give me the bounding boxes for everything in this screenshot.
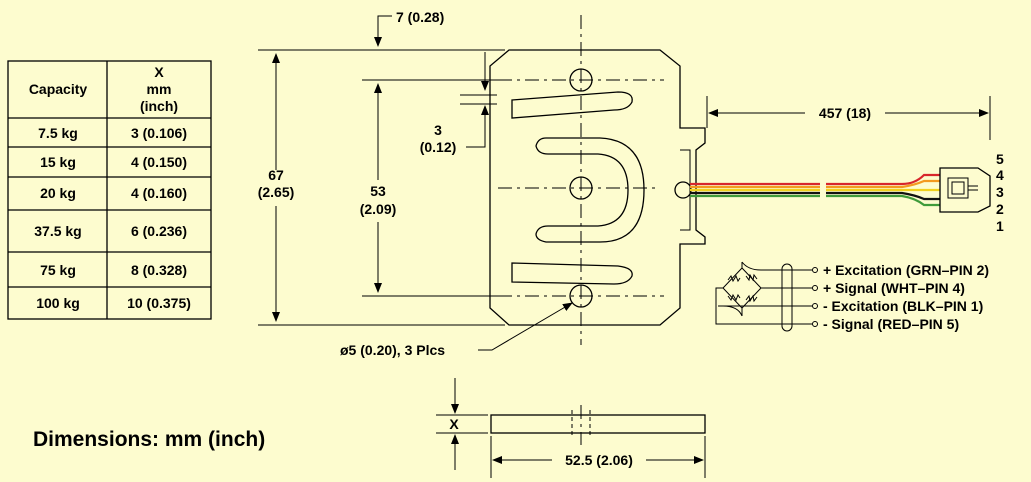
wire-black — [826, 191, 940, 201]
dim-cable-length: 457 (18) — [706, 96, 991, 140]
connector-pin-label: 4 — [996, 167, 1004, 183]
dim-label-height-inner: 53 — [370, 183, 386, 199]
table-cell-capacity: 100 kg — [36, 295, 80, 311]
load-cell-outline — [489, 49, 706, 326]
table-cell-x: 3 (0.106) — [131, 125, 187, 141]
table-header-capacity: Capacity — [29, 81, 88, 97]
connector-plug — [939, 167, 991, 213]
load-cell-top-view — [258, 15, 706, 345]
wire-red — [826, 173, 940, 186]
table-cell-x: 4 (0.160) — [131, 185, 187, 201]
dim-leader — [374, 15, 392, 47]
lead-excitation-minus — [718, 305, 812, 317]
side-view-body — [490, 414, 706, 434]
dim-label-slot-gap: 3 — [434, 122, 442, 138]
top-slot — [511, 91, 633, 119]
cable-wires-far — [826, 173, 940, 207]
connector-pin-label: 3 — [996, 184, 1004, 200]
dim-top-thickness: 7 (0.28) — [374, 9, 489, 91]
terminal-dot — [812, 285, 818, 291]
bottom-slot — [511, 262, 633, 285]
table-header-unit-inch: (inch) — [140, 98, 178, 114]
dim-label-slot-gap-inch: (0.12) — [420, 139, 457, 155]
resistor-zigzag — [745, 294, 758, 303]
terminal-dot — [812, 303, 818, 309]
capacity-table: Capacity X mm (inch) 7.5 kg 3 (0.106) 15… — [7, 60, 212, 320]
wiring-label: + Excitation (GRN–PIN 2) — [823, 262, 989, 278]
table-cell-capacity: 37.5 kg — [34, 223, 81, 239]
dim-height-inner: 53 (2.09) — [360, 83, 397, 293]
connector-pin-label: 5 — [996, 151, 1004, 167]
table-cell-capacity: 75 kg — [40, 262, 76, 278]
connector-latch — [947, 177, 969, 199]
wire-orange — [826, 179, 940, 189]
resistor-zigzag — [745, 273, 758, 282]
connector-latch-inner — [951, 181, 965, 195]
connector-body — [939, 167, 991, 213]
lead-excitation-plus — [741, 261, 812, 271]
wire-green — [826, 194, 940, 207]
table-cell-x: 4 (0.150) — [131, 154, 187, 170]
load-cell-side-view: X 52.5 (2.06) — [436, 378, 706, 478]
terminal-dot — [812, 267, 818, 273]
dim-height-total: 67 (2.65) — [258, 53, 295, 322]
table-cell-capacity: 7.5 kg — [38, 125, 78, 141]
dim-label-top-thickness: 7 (0.28) — [396, 9, 444, 25]
wiring-schematic: + Excitation (GRN–PIN 2) + Signal (WHT–P… — [715, 261, 989, 332]
dim-label-hole-note: ø5 (0.20), 3 Plcs — [340, 342, 445, 358]
dim-label-height-total: 67 — [268, 167, 284, 183]
table-cell-x: 8 (0.328) — [131, 262, 187, 278]
dim-leader — [466, 120, 486, 148]
dimensions-caption: Dimensions: mm (inch) — [33, 428, 265, 451]
u-slot — [535, 137, 645, 243]
connector-pin-label: 2 — [996, 201, 1004, 217]
table-header-x: X — [154, 64, 164, 80]
dim-label-height-inner-inch: (2.09) — [360, 201, 397, 217]
dim-slot-gap: 3 (0.12) — [420, 105, 489, 155]
lead-signal-minus — [715, 287, 812, 325]
resistor-zigzag — [727, 293, 741, 302]
connector-pin-label: 1 — [996, 218, 1004, 234]
dim-label-width: 52.5 (2.06) — [565, 452, 633, 468]
cable-wires-near — [690, 182, 820, 198]
dim-label-thickness-x: X — [449, 416, 459, 432]
dim-label-height-total-inch: (2.65) — [258, 184, 295, 200]
table-cell-x: 10 (0.375) — [127, 295, 191, 311]
table-header-unit-mm: mm — [147, 81, 172, 97]
dim-label-cable-length: 457 (18) — [819, 105, 871, 121]
wiring-label: - Signal (RED–PIN 5) — [823, 316, 959, 332]
table-cell-x: 6 (0.236) — [131, 223, 187, 239]
wiring-label: + Signal (WHT–PIN 4) — [823, 280, 965, 296]
dim-leader — [478, 302, 573, 351]
terminal-dot — [812, 321, 818, 327]
table-border — [7, 60, 212, 320]
wiring-label: - Excitation (BLK–PIN 1) — [823, 298, 983, 314]
cable: 5 4 3 2 1 — [690, 151, 1004, 234]
dim-hole-note: ø5 (0.20), 3 Plcs — [340, 302, 573, 358]
resistor-zigzag — [727, 274, 741, 283]
table-cell-capacity: 15 kg — [40, 154, 76, 170]
bridge-icon — [722, 262, 762, 316]
table-cell-capacity: 20 kg — [40, 185, 76, 201]
cable-shield — [781, 263, 793, 332]
